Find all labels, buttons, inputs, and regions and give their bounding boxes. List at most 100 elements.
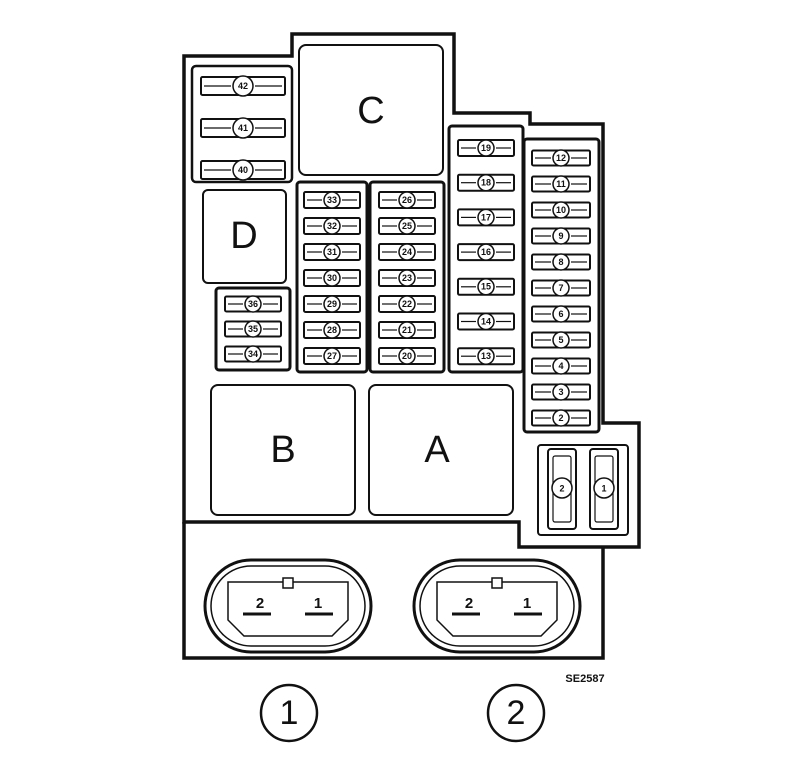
fuse-6-marker (552, 305, 570, 323)
fuse-5-number: 5 (558, 335, 563, 345)
relay-d: D (202, 189, 287, 284)
fuse-31-number: 31 (327, 247, 337, 257)
maxi-fuse-1-number: 1 (601, 483, 606, 493)
fuse-block-middle-left (295, 180, 369, 374)
fuse-19-number: 19 (481, 143, 491, 153)
fuse-41: 41 (200, 117, 286, 139)
maxi-fuse-2-marker (551, 477, 573, 499)
fuse-33-number: 33 (327, 195, 337, 205)
relay-c-label: C (357, 90, 384, 132)
fuse-34-number: 34 (248, 349, 258, 359)
fuse-29: 29 (303, 295, 361, 313)
fuse-36: 36 (224, 295, 282, 313)
fuse-29-number: 29 (327, 299, 337, 309)
fuse-27-marker (323, 347, 341, 365)
fuse-16: 16 (457, 243, 515, 262)
connector-1-pin-2-label: 2 (256, 595, 264, 612)
fuse-28-marker (323, 321, 341, 339)
fuse-17-number: 17 (481, 212, 491, 222)
fuse-5: 5 (531, 331, 591, 349)
fuse-23: 23 (378, 269, 436, 287)
fuse-6: 6 (531, 305, 591, 323)
callout-1-number: 1 (280, 694, 299, 732)
reference-code: SE2587 (565, 673, 604, 685)
fuse-7-marker (552, 279, 570, 297)
fuse-22: 22 (378, 295, 436, 313)
callout-2: 2 (486, 683, 546, 743)
fuse-10-number: 10 (556, 205, 566, 215)
fuse-25-marker (398, 217, 416, 235)
connector-2-pin-2-label: 2 (465, 595, 473, 612)
maxi-fuse-2: 2 (547, 448, 577, 530)
fuse-11: 11 (531, 175, 591, 193)
fuse-19-marker (477, 139, 495, 157)
connector-1-pin-1-label: 1 (314, 595, 322, 612)
fuse-32: 32 (303, 217, 361, 235)
relay-b: B (210, 384, 356, 516)
fuse-23-number: 23 (402, 273, 412, 283)
fuse-4-marker (552, 357, 570, 375)
fuse-35-marker (244, 320, 262, 338)
fuse-5-marker (552, 331, 570, 349)
fuse-40-number: 40 (238, 165, 248, 175)
maxi-fuse-1: 1 (589, 448, 619, 530)
fuse-3-marker (552, 383, 570, 401)
fuse-23-marker (398, 269, 416, 287)
fuse-40: 40 (200, 159, 286, 181)
fuse-28: 28 (303, 321, 361, 339)
fuse-31: 31 (303, 243, 361, 261)
fuse-27: 27 (303, 347, 361, 365)
fuse-7: 7 (531, 279, 591, 297)
fuse-24-number: 24 (402, 247, 412, 257)
fuse-21-marker (398, 321, 416, 339)
fuse-30: 30 (303, 269, 361, 287)
fuse-24-marker (398, 243, 416, 261)
fuse-33: 33 (303, 191, 361, 209)
fuse-36-number: 36 (248, 299, 258, 309)
fuse-12: 12 (531, 149, 591, 167)
relay-a-label: A (424, 429, 450, 471)
connector-key (491, 577, 503, 589)
fuse-25-number: 25 (402, 221, 412, 231)
relay-c: C (298, 44, 444, 176)
fuse-22-number: 22 (402, 299, 412, 309)
fuse-19: 19 (457, 139, 515, 157)
maxi-fuse-1-marker (593, 477, 615, 499)
fuse-34-marker (244, 345, 262, 363)
fuse-14: 14 (457, 312, 515, 331)
fuse-41-number: 41 (238, 123, 248, 133)
fuse-7-number: 7 (558, 283, 563, 293)
fuse-12-marker (552, 149, 570, 167)
fuse-14-marker (477, 312, 495, 331)
callout-1: 1 (259, 683, 319, 743)
maxi-fuse-2-number: 2 (559, 483, 564, 493)
fuse-26-number: 26 (402, 195, 412, 205)
fuse-block-far-right (522, 137, 601, 434)
fuse-22-marker (398, 295, 416, 313)
fuse-2-marker (552, 409, 570, 427)
maxi-fuse-frame (537, 444, 629, 536)
fuse-18-marker (477, 173, 495, 192)
fuse-3: 3 (531, 383, 591, 401)
fuse-4: 4 (531, 357, 591, 375)
connector-key (282, 577, 294, 589)
fuse-17-marker (477, 208, 495, 227)
fuse-31-marker (323, 243, 341, 261)
fuse-2: 2 (531, 409, 591, 427)
fuse-block-small (214, 286, 292, 372)
fuse-6-number: 6 (558, 309, 563, 319)
relay-d-label: D (230, 215, 257, 257)
fuse-9: 9 (531, 227, 591, 245)
fuse-30-number: 30 (327, 273, 337, 283)
fuse-box-housing (182, 32, 641, 549)
fuse-24: 24 (378, 243, 436, 261)
fuse-15-marker (477, 278, 495, 296)
relay-a: A (368, 384, 514, 516)
fuse-13: 13 (457, 347, 515, 366)
fuse-42: 42 (200, 75, 286, 97)
relay-b-label: B (270, 429, 295, 471)
fuse-40-marker (232, 159, 254, 181)
fuse-25: 25 (378, 217, 436, 235)
